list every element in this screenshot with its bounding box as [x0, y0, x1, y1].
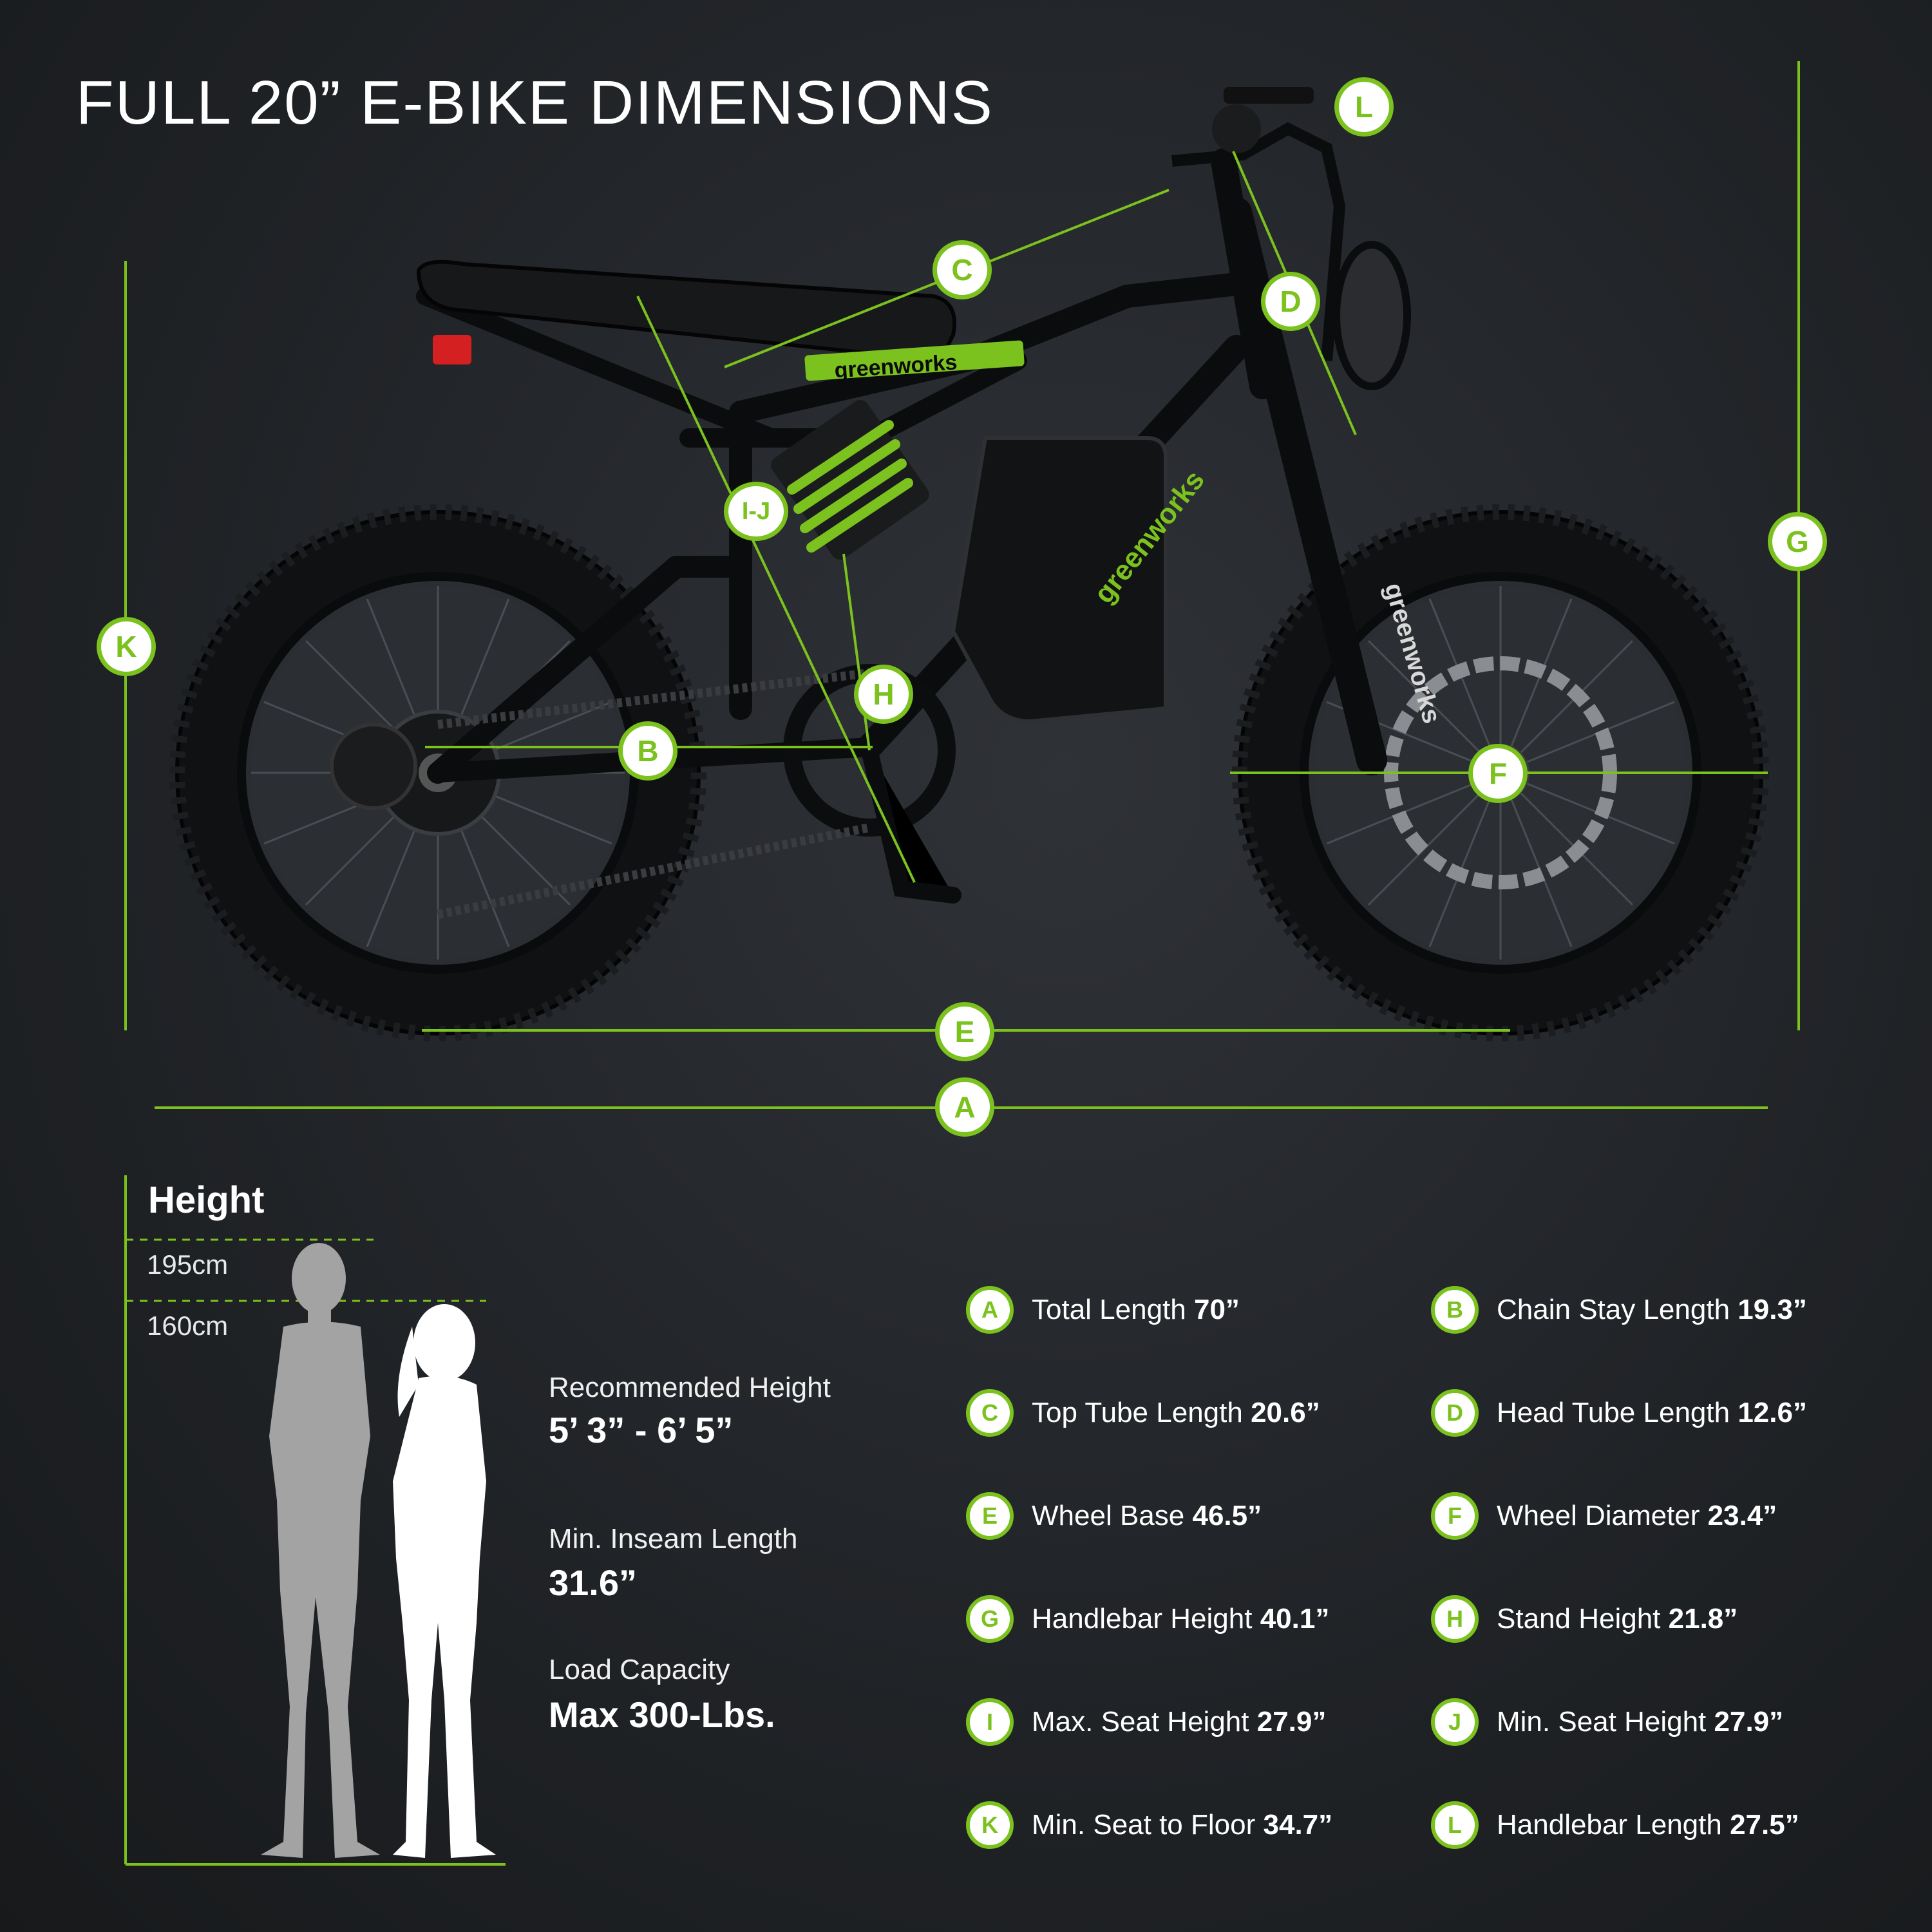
spec-row-g: G Handlebar Height 40.1” [966, 1595, 1329, 1643]
spec-text-g: Handlebar Height 40.1” [1032, 1603, 1329, 1635]
spec-value-c: 20.6” [1251, 1397, 1320, 1428]
bell [1212, 104, 1261, 153]
spec-row-i: I Max. Seat Height 27.9” [966, 1698, 1326, 1746]
badge-b: B [618, 721, 677, 781]
spec-value-j: 27.9” [1714, 1706, 1784, 1738]
spec-row-l: L Handlebar Length 27.5” [1431, 1801, 1799, 1849]
height-chart-lines [124, 1175, 506, 1866]
load-capacity-value: Max 300-Lbs. [549, 1694, 775, 1735]
spec-text-k: Min. Seat to Floor 34.7” [1032, 1809, 1332, 1841]
spec-text-c: Top Tube Length 20.6” [1032, 1397, 1320, 1429]
spec-value-b: 19.3” [1738, 1294, 1807, 1325]
spec-badge-i: I [966, 1698, 1014, 1746]
spec-row-f: F Wheel Diameter 23.4” [1431, 1492, 1777, 1540]
spec-row-d: D Head Tube Length 12.6” [1431, 1389, 1807, 1437]
spec-text-b: Chain Stay Length 19.3” [1497, 1294, 1807, 1326]
spec-badge-f: F [1431, 1492, 1479, 1540]
dim-line-h [842, 553, 871, 751]
spec-label-k: Min. Seat to Floor [1032, 1809, 1256, 1841]
spec-label-f: Wheel Diameter [1497, 1500, 1700, 1531]
spec-badge-a: A [966, 1286, 1014, 1334]
badge-ij: I-J [724, 482, 788, 541]
dim-line-ij [636, 296, 916, 883]
min-inseam-label: Min. Inseam Length [549, 1523, 798, 1555]
spec-row-h: H Stand Height 21.8” [1431, 1595, 1738, 1643]
handlebar [1171, 122, 1346, 361]
spec-badge-l: L [1431, 1801, 1479, 1849]
spec-value-l: 27.5” [1730, 1809, 1799, 1841]
spec-badge-k: K [966, 1801, 1014, 1849]
spec-value-a: 70” [1193, 1294, 1240, 1325]
seat [416, 260, 956, 363]
drivetrain [330, 664, 961, 919]
spec-value-d: 12.6” [1738, 1397, 1807, 1428]
spec-badge-b: B [1431, 1286, 1479, 1334]
spec-row-c: C Top Tube Length 20.6” [966, 1389, 1320, 1437]
min-inseam-value: 31.6” [549, 1562, 637, 1603]
spec-label-j: Min. Seat Height [1497, 1706, 1707, 1738]
spec-label-e: Wheel Base [1032, 1500, 1185, 1531]
spec-row-b: B Chain Stay Length 19.3” [1431, 1286, 1807, 1334]
spec-text-a: Total Length 70” [1032, 1294, 1240, 1326]
spec-badge-h: H [1431, 1595, 1479, 1643]
battery [951, 436, 1168, 724]
tail-light [433, 335, 471, 365]
height-mark-160: 160cm [147, 1311, 229, 1341]
spec-label-l: Handlebar Length [1497, 1809, 1722, 1841]
spec-text-i: Max. Seat Height 27.9” [1032, 1706, 1326, 1738]
badge-h: H [854, 665, 913, 724]
spec-row-a: A Total Length 70” [966, 1286, 1240, 1334]
spec-row-j: J Min. Seat Height 27.9” [1431, 1698, 1783, 1746]
badge-c: C [933, 240, 992, 299]
badge-k: K [97, 617, 156, 676]
badge-f: F [1468, 744, 1528, 803]
spec-badge-e: E [966, 1492, 1014, 1540]
spec-label-d: Head Tube Length [1497, 1397, 1730, 1428]
spec-badge-d: D [1431, 1389, 1479, 1437]
badge-d: D [1261, 272, 1320, 331]
spec-value-k: 34.7” [1263, 1809, 1333, 1841]
headlight [1332, 241, 1411, 390]
badge-e: E [935, 1002, 994, 1061]
spec-label-g: Handlebar Height [1032, 1603, 1253, 1634]
recommended-height-label: Recommended Height [549, 1372, 831, 1403]
spec-value-f: 23.4” [1707, 1500, 1777, 1531]
spec-row-k: K Min. Seat to Floor 34.7” [966, 1801, 1332, 1849]
badge-a: A [935, 1077, 994, 1137]
top-tube-decal [804, 340, 1025, 381]
spec-value-e: 46.5” [1192, 1500, 1262, 1531]
spec-badge-j: J [1431, 1698, 1479, 1746]
spec-text-h: Stand Height 21.8” [1497, 1603, 1738, 1635]
spec-label-h: Stand Height [1497, 1603, 1661, 1634]
spec-label-c: Top Tube Length [1032, 1397, 1243, 1428]
height-chart-title: Height [148, 1179, 265, 1221]
female-silhouette [393, 1304, 496, 1858]
spec-row-e: E Wheel Base 46.5” [966, 1492, 1262, 1540]
spec-text-f: Wheel Diameter 23.4” [1497, 1500, 1777, 1532]
badge-l: L [1334, 77, 1394, 137]
spec-badge-c: C [966, 1389, 1014, 1437]
badge-g: G [1768, 512, 1827, 571]
spec-text-j: Min. Seat Height 27.9” [1497, 1706, 1783, 1738]
height-mark-195: 195cm [147, 1249, 229, 1280]
rear-shock [771, 400, 929, 560]
spec-text-l: Handlebar Length 27.5” [1497, 1809, 1799, 1841]
spec-label-b: Chain Stay Length [1497, 1294, 1730, 1325]
spec-value-g: 40.1” [1260, 1603, 1330, 1634]
load-capacity-label: Load Capacity [549, 1654, 730, 1685]
spec-label-a: Total Length [1032, 1294, 1186, 1325]
spec-value-i: 27.9” [1256, 1706, 1327, 1738]
page-title: FULL 20” E-BIKE DIMENSIONS [76, 68, 994, 137]
spec-text-d: Head Tube Length 12.6” [1497, 1397, 1807, 1429]
male-silhouette [261, 1243, 380, 1858]
spec-badge-g: G [966, 1595, 1014, 1643]
recommended-height-value: 5’ 3” - 6’ 5” [549, 1410, 734, 1450]
spec-value-h: 21.8” [1668, 1603, 1738, 1634]
spec-label-i: Max. Seat Height [1032, 1706, 1249, 1738]
spec-text-e: Wheel Base 46.5” [1032, 1500, 1262, 1532]
display-unit [1224, 87, 1314, 104]
